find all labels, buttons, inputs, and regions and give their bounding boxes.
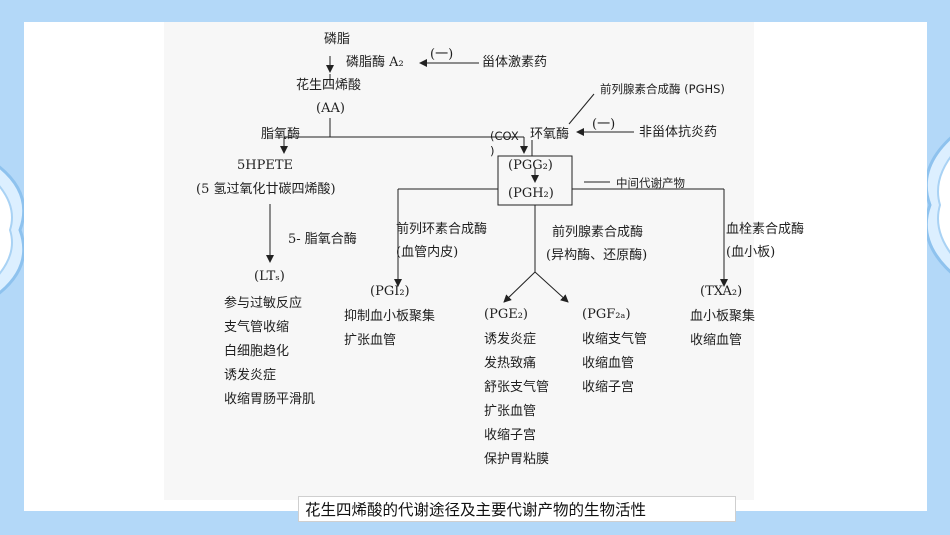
pgf2a-effect: 收缩子宫	[582, 376, 647, 400]
inhibit-sign-steroid: (一)	[430, 47, 453, 62]
hpete-fullname: (5 氢过氧化廿碳四烯酸)	[196, 182, 336, 197]
pgf2a-effect: 收缩血管	[582, 352, 647, 376]
txa2-node: (TXA₂)	[700, 284, 742, 299]
pgi2-node: (PGI₂)	[370, 284, 410, 299]
pgi-synthase-label: 前列环素合成酶	[396, 222, 487, 237]
hpete-node: 5HPETE	[237, 158, 293, 173]
cyclooxygenase-label: 环氧酶	[530, 127, 569, 142]
pge2-effect: 扩张血管	[484, 400, 549, 424]
pla2-node: 磷脂酶 A₂	[346, 55, 404, 70]
pge2-effect: 保护胃粘膜	[484, 448, 549, 472]
lts-effects-list: 参与过敏反应 支气管收缩 白细胞趋化 诱发炎症 收缩胃肠平滑肌	[224, 292, 315, 412]
lts-effect: 白细胞趋化	[224, 340, 315, 364]
pgi2-effect: 扩张血管	[344, 329, 435, 353]
txa2-effect: 血小板聚集	[690, 305, 755, 329]
slide-panel: 磷脂 磷脂酶 A₂ (一) 甾体激素药 花生四烯酸 (AA) 脂氧酶 前列腺素合…	[24, 22, 927, 511]
cox-prefix: (COX	[490, 129, 519, 144]
phospholipid-node: 磷脂	[324, 32, 350, 47]
pge2-effect: 舒张支气管	[484, 376, 549, 400]
pgi2-effect: 抑制血小板聚集	[344, 305, 435, 329]
inhibit-sign-nsaid: (一)	[592, 117, 615, 132]
metabolism-figure: 磷脂 磷脂酶 A₂ (一) 甾体激素药 花生四烯酸 (AA) 脂氧酶 前列腺素合…	[164, 22, 754, 500]
pghs-label: 前列腺素合成酶 (PGHS)	[600, 82, 725, 97]
pge2-effects-list: 诱发炎症 发热致痛 舒张支气管 扩张血管 收缩子宫 保护胃粘膜	[484, 328, 549, 472]
txa2-effects-list: 血小板聚集 收缩血管	[690, 305, 755, 353]
tx-source-label: (血小板)	[726, 245, 775, 260]
cox-suffix: )	[490, 144, 495, 159]
lts-effect: 诱发炎症	[224, 364, 315, 388]
pgf2a-effects-list: 收缩支气管 收缩血管 收缩子宫	[582, 328, 647, 400]
steroid-drug-label: 甾体激素药	[482, 55, 547, 70]
pg-synthase-label: 前列腺素合成酶	[552, 225, 643, 240]
pge2-node: (PGE₂)	[484, 307, 528, 322]
pgg2-node: (PGG₂)	[508, 158, 553, 173]
pgf2a-node: (PGF₂ₐ)	[582, 307, 631, 322]
pge2-effect: 发热致痛	[484, 352, 549, 376]
txa2-effect: 收缩血管	[690, 329, 755, 353]
pgi2-effects-list: 抑制血小板聚集 扩张血管	[344, 305, 435, 353]
pg-enzymes-label: (异构酶、还原酶)	[546, 248, 647, 263]
pge2-effect: 收缩子宫	[484, 424, 549, 448]
tx-synthase-label: 血栓素合成酶	[726, 222, 804, 237]
leukotrienes-node: (LTₛ)	[254, 269, 285, 284]
lts-effect: 支气管收缩	[224, 316, 315, 340]
pgi-source-label: (血管内皮)	[396, 245, 458, 260]
figure-caption: 花生四烯酸的代谢途径及主要代谢产物的生物活性	[298, 496, 736, 522]
nsaid-label: 非甾体抗炎药	[639, 125, 717, 140]
intermediate-label: 中间代谢产物	[616, 176, 685, 191]
aa-abbr: (AA)	[316, 101, 345, 116]
arachidonic-acid-node: 花生四烯酸	[296, 78, 361, 93]
lts-effect: 收缩胃肠平滑肌	[224, 388, 315, 412]
lts-effect: 参与过敏反应	[224, 292, 315, 316]
5-lipoxygenase-label: 5- 脂氧合酶	[288, 232, 357, 247]
pgf2a-effect: 收缩支气管	[582, 328, 647, 352]
pge2-effect: 诱发炎症	[484, 328, 549, 352]
pgh2-node: (PGH₂)	[508, 186, 554, 201]
lipoxygenase-label: 脂氧酶	[261, 127, 300, 142]
